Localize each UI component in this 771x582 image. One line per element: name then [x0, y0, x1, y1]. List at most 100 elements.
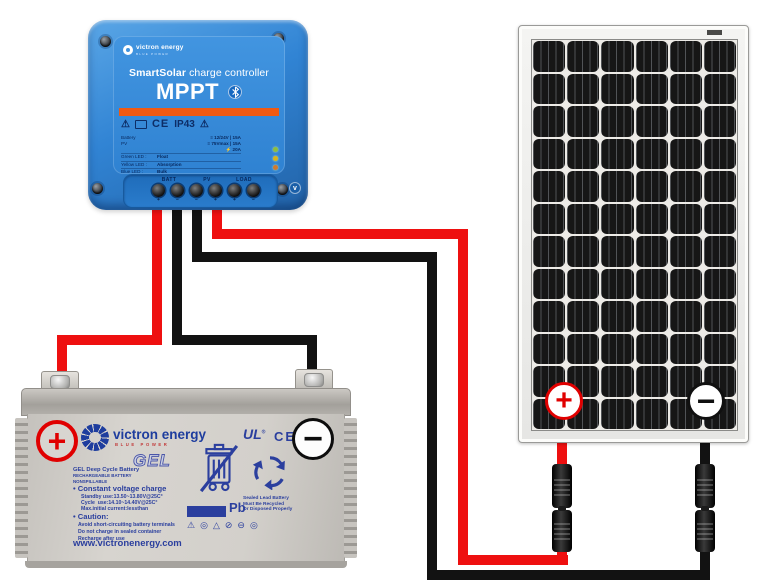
- cert-icon: ⚠: [187, 520, 196, 530]
- terminal-screw: [152, 184, 165, 197]
- victron-torus-icon: [123, 45, 133, 56]
- solar-cell: [601, 171, 634, 202]
- brand-name: victron energy: [136, 44, 184, 51]
- battery-cert-icons: ⚠◎△⊘⊖◎: [187, 520, 258, 530]
- battery-text-line: Do not charge in sealed container: [78, 529, 162, 536]
- wire-battery-positive-terminal-drop: [57, 335, 67, 387]
- solar-cell: [635, 106, 668, 137]
- terminal: −: [190, 184, 203, 203]
- solar-cell: [669, 171, 702, 202]
- wire-pv-positive-drop: [212, 202, 222, 239]
- led-dot: [273, 147, 278, 152]
- controller-label-plate: victron energy BLUE POWER SmartSolar cha…: [113, 36, 285, 174]
- battery-negative-badge: −: [292, 418, 334, 460]
- terminal-label-load: LOAD: [236, 177, 252, 183]
- solar-cell: [703, 301, 736, 332]
- case-screw: [277, 184, 288, 195]
- solar-cell: [567, 203, 600, 234]
- solar-cell: [533, 171, 566, 202]
- solar-cell: [533, 333, 566, 364]
- solar-cell: [703, 236, 736, 267]
- polarity-mark: −: [176, 197, 179, 203]
- terminal-screw: [228, 184, 241, 197]
- solar-cell: [601, 138, 634, 169]
- cert-icon: ⊘: [224, 520, 233, 530]
- terminal-label-pv: PV: [203, 177, 211, 183]
- solar-cell: [601, 41, 634, 72]
- mc4-connector-positive-lower: [552, 506, 572, 552]
- victron-torus-icon: [81, 424, 109, 451]
- pb-bar: [187, 506, 226, 517]
- solar-cell: [601, 236, 634, 267]
- battery-text-line: Max.initial current:lessthan: [81, 506, 149, 513]
- battery-text-line: NONSPILLABLE: [73, 478, 108, 484]
- solar-cell: [567, 106, 600, 137]
- panel-negative-badge: −: [687, 382, 725, 420]
- solar-cell: [567, 301, 600, 332]
- solar-cell: [669, 73, 702, 104]
- solar-cell: [567, 268, 600, 299]
- solar-cell: [669, 236, 702, 267]
- solar-cell: [533, 138, 566, 169]
- brand-subtitle: BLUE POWER: [115, 442, 170, 447]
- battery-text-line: Caution:: [73, 512, 191, 522]
- terminal-strip: BATT PV LOAD +−−++−: [123, 174, 278, 208]
- battery-text-line: Standby use:13.50~13.80V@25C°: [81, 493, 163, 500]
- case-screw: [92, 183, 103, 194]
- solar-cell: [669, 106, 702, 137]
- solar-cell: [601, 106, 634, 137]
- recycle-note-line: Sealed Lead Battery: [243, 496, 289, 501]
- solar-cell: [703, 268, 736, 299]
- terminal-screw-row: +−−++−: [124, 184, 277, 203]
- terminal-label-batt: BATT: [161, 177, 177, 183]
- panel-negative-lead: [700, 438, 710, 468]
- solar-cell: [703, 138, 736, 169]
- solar-cell: [669, 41, 702, 72]
- polarity-mark: +: [157, 197, 160, 203]
- no-trash-icon: [198, 442, 240, 499]
- website-url: www.victronenergy.com: [73, 538, 182, 549]
- battery-text-line: GEL Deep Cycle Battery: [73, 467, 140, 473]
- solar-cell: [703, 73, 736, 104]
- solar-cell: [567, 73, 600, 104]
- solar-cell: [601, 203, 634, 234]
- ce-mark: CE: [274, 429, 297, 444]
- battery-lid: [21, 388, 351, 416]
- battery-text-line: Recharge after use: [78, 535, 125, 542]
- solar-cell: [601, 366, 634, 397]
- wire-battery-positive-run: [57, 335, 162, 345]
- ce-mark: CE: [151, 118, 170, 130]
- solar-cell: [635, 203, 668, 234]
- led-legend-row: Green LEDFloat: [121, 153, 241, 161]
- recycle-note-line: Or Disposed Properly: [243, 507, 293, 513]
- cert-icon: ◎: [249, 520, 258, 530]
- charge-controller: victron energy BLUE POWER SmartSolar cha…: [88, 20, 308, 210]
- solar-cell: [567, 236, 600, 267]
- spec-row: Battery≡ 12/24V | 15A: [121, 135, 241, 140]
- solar-cell: [567, 333, 600, 364]
- solar-cell: [635, 236, 668, 267]
- terminal: +: [152, 184, 165, 203]
- solar-cell: [533, 268, 566, 299]
- solar-cell: [533, 73, 566, 104]
- wire-pv-positive-connector-stub: [557, 545, 567, 561]
- warning-icon: ⚠: [121, 118, 130, 130]
- wire-pv-negative-run-top: [192, 252, 437, 262]
- terminal-group-labels: BATT PV LOAD: [124, 177, 277, 184]
- led-indicators: [273, 147, 278, 170]
- terminal: +: [209, 184, 222, 203]
- solar-cell: [703, 171, 736, 202]
- solar-cell: [601, 333, 634, 364]
- ul-mark: UL®: [243, 426, 266, 442]
- warning-icon: ⚠: [199, 118, 209, 130]
- led-legend-row: Yellow LEDAbsorption: [121, 160, 241, 169]
- wire-battery-negative-drop: [172, 202, 182, 345]
- terminal: −: [247, 184, 260, 203]
- solar-cell: [669, 203, 702, 234]
- battery-positive-badge: +: [36, 420, 78, 462]
- wire-pv-positive-vertical: [458, 229, 468, 565]
- polarity-mark: −: [195, 197, 198, 203]
- cert-icon: ⊖: [237, 520, 245, 530]
- polarity-mark: −: [252, 197, 255, 203]
- wire-pv-negative-drop: [192, 202, 202, 262]
